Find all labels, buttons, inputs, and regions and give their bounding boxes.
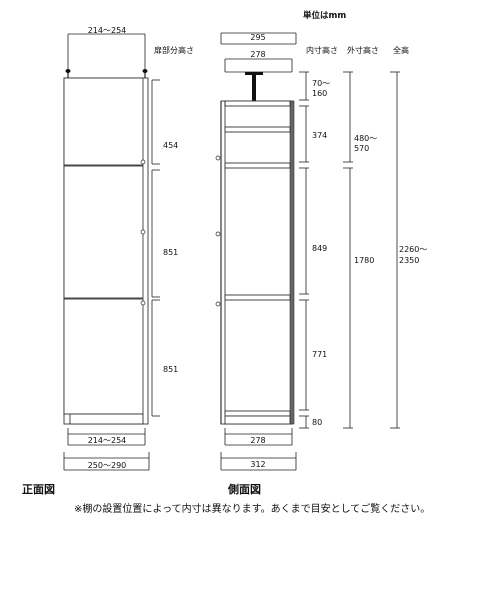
side-inner-depth-top-label: 278	[250, 50, 265, 59]
inner-height-1-line2: 160	[312, 89, 327, 98]
inner-height-1-line1: 70～	[312, 79, 330, 88]
side-hinge-2-icon	[215, 231, 221, 237]
inner-height-2: 374	[312, 131, 327, 140]
front-inner-width-label: 214～254	[88, 436, 127, 445]
side-inner-depth-top-dimension: 278	[224, 50, 293, 73]
door-knob-1-icon	[140, 159, 146, 165]
side-hinge-3-icon	[215, 301, 221, 307]
outer-height-dimensions: 480～ 570 1780	[343, 71, 377, 429]
side-top-depth-dimension: 295	[220, 32, 297, 45]
total-height-line1: 2260～	[399, 245, 427, 254]
inner-height-5: 80	[312, 418, 322, 427]
side-outer-depth-dimension: 312	[220, 452, 297, 471]
door-knob-2-icon	[140, 229, 146, 235]
side-outer-depth-label: 312	[250, 460, 265, 469]
door-height-dimensions: 454 851 851	[151, 79, 178, 417]
front-door-2	[63, 165, 144, 299]
outer-height-2: 1780	[354, 256, 374, 265]
front-top-width-label: 214～254	[88, 26, 127, 35]
inner-height-3: 849	[312, 244, 327, 253]
side-body	[220, 100, 293, 425]
front-top-width-dimension: 214～254	[67, 26, 146, 72]
side-inner-depth-bottom-label: 278	[250, 436, 265, 445]
tension-rod-icon	[245, 72, 263, 101]
door-knob-3-icon	[140, 300, 146, 306]
front-outer-width-dimension: 250～290	[63, 452, 150, 471]
footnote: ※棚の設置位置によって内寸は異なります。あくまで目安としてご覧ください。	[74, 502, 430, 515]
side-plinth	[224, 415, 291, 425]
side-shelf-1	[224, 126, 291, 133]
side-top-depth-label: 295	[250, 33, 265, 42]
total-height-header: 全高	[393, 45, 409, 55]
side-inner-depth-bottom-dimension: 278	[224, 428, 293, 446]
side-view: 295 278	[215, 32, 427, 496]
front-inner-width-dimension: 214～254	[67, 428, 146, 446]
outer-height-1-line1: 480～	[354, 134, 377, 143]
top-adjuster-left-icon	[65, 69, 71, 78]
side-hinge-1-icon	[215, 155, 221, 161]
front-door-1	[63, 77, 144, 166]
door-height-1: 454	[163, 141, 178, 150]
front-outer-width-label: 250～290	[88, 461, 127, 470]
side-shelf-2	[224, 162, 291, 169]
side-shelf-3	[224, 294, 291, 301]
door-height-2: 851	[163, 248, 178, 257]
side-back-panel	[289, 100, 295, 425]
outer-height-header: 外寸高さ	[347, 45, 379, 55]
door-height-header: 扉部分高さ	[154, 45, 194, 55]
front-plinth	[69, 413, 144, 425]
unit-label: 単位はmm	[303, 10, 346, 21]
front-view: 214～254 454	[22, 26, 178, 496]
total-height-line2: 2350	[399, 256, 419, 265]
front-view-caption: 正面図	[22, 482, 55, 496]
front-door-3	[63, 298, 144, 415]
top-adjuster-right-icon	[142, 69, 148, 78]
side-bottom-shelf	[224, 410, 291, 417]
inner-height-4: 771	[312, 350, 327, 359]
side-view-caption: 側面図	[227, 482, 261, 496]
door-height-3: 851	[163, 365, 178, 374]
total-height-dimension: 2260～ 2350	[390, 71, 427, 429]
outer-height-1-line2: 570	[354, 144, 369, 153]
inner-height-dimensions: 70～ 160 374 849 771 80	[299, 71, 330, 429]
inner-height-header: 内寸高さ	[306, 45, 338, 55]
